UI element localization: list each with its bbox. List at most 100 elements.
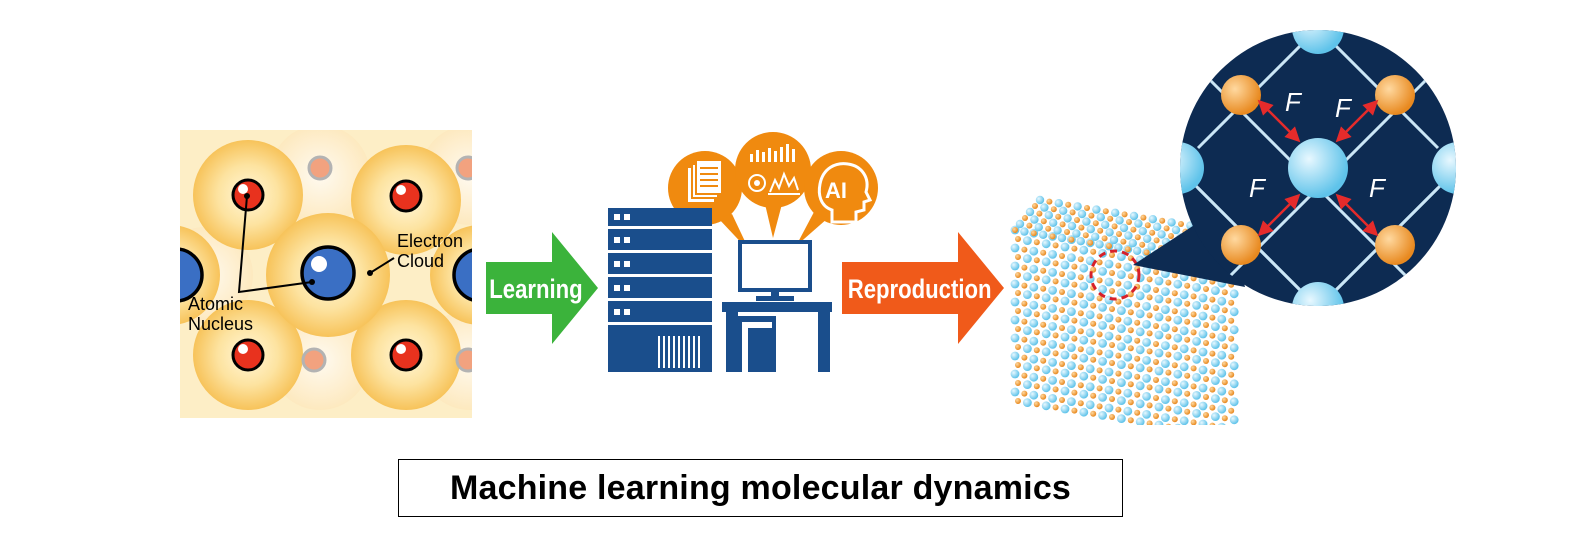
crystal-blue-atom (1142, 320, 1151, 329)
crystal-blue-atom (1023, 272, 1032, 281)
crystal-orange-atom (1184, 354, 1191, 361)
crystal-orange-atom (1127, 399, 1134, 406)
crystal-orange-atom (1090, 392, 1097, 399)
crystal-orange-atom (1109, 306, 1115, 312)
crystal-blue-atom (1029, 390, 1039, 400)
reproduction-arrow-label: Reproduction (848, 275, 992, 305)
crystal-blue-atom (1229, 379, 1239, 389)
crystal-orange-atom (1059, 325, 1065, 331)
crystal-blue-atom (1135, 381, 1145, 391)
crystal-blue-atom (1117, 288, 1126, 297)
crystal-orange-atom (1190, 401, 1197, 408)
crystal-orange-atom (1071, 353, 1078, 360)
crystal-blue-atom (1085, 400, 1095, 410)
crystal-orange-atom (1146, 294, 1153, 301)
crystal-blue-atom (1154, 420, 1164, 430)
crystal-blue-atom (1023, 236, 1032, 246)
crystal-orange-atom (1082, 232, 1089, 239)
crystal-orange-atom (1153, 377, 1159, 383)
crystal-blue-atom (1192, 283, 1201, 292)
crystal-orange-atom (1109, 342, 1115, 348)
crystal-blue-atom (1135, 363, 1145, 373)
crystal-orange-atom (1096, 349, 1103, 356)
crystal-orange-atom (1165, 297, 1172, 304)
crystal-blue-atom (1079, 335, 1089, 345)
crystal-blue-atom (1133, 246, 1142, 255)
red-nucleus (389, 338, 423, 372)
crystal-blue-atom (1010, 243, 1020, 253)
crystal-blue-atom (1044, 211, 1053, 220)
caption-box: Machine learning molecular dynamics (398, 459, 1123, 517)
crystal-orange-atom (1115, 262, 1122, 269)
orange-atom (1375, 75, 1415, 115)
crystal-orange-atom (1127, 363, 1134, 370)
crystal-orange-atom (1096, 403, 1103, 410)
crystal-orange-atom (1090, 248, 1097, 255)
crystal-orange-atom (1190, 311, 1197, 318)
crystal-blue-atom (1142, 356, 1151, 365)
document-bubble (668, 151, 750, 252)
crystal-blue-atom (1041, 239, 1051, 249)
crystal-blue-atom (1029, 282, 1039, 292)
crystal-orange-atom (1115, 334, 1122, 341)
crystal-blue-atom (1060, 386, 1070, 396)
crystal-blue-atom (1079, 299, 1089, 309)
chart-bubble (735, 132, 811, 238)
crystal-blue-atom (1104, 385, 1114, 395)
crystal-blue-atom (1048, 394, 1057, 403)
crystal-orange-atom (1021, 390, 1028, 397)
crystal-blue-atom (1067, 397, 1076, 406)
crystal-blue-atom (1217, 350, 1227, 360)
crystal-orange-atom (1184, 282, 1191, 289)
crystal-blue-atom (1198, 347, 1208, 357)
crystal-blue-atom (1091, 232, 1100, 241)
crystal-blue-atom (1135, 291, 1145, 301)
crystal-blue-atom (1060, 404, 1070, 414)
crystal-orange-atom (1090, 410, 1097, 417)
crystal-orange-atom (1049, 233, 1056, 240)
crystal-orange-atom (1015, 272, 1021, 278)
crystal-blue-atom (1117, 306, 1126, 315)
crystal-blue-atom (1173, 333, 1183, 343)
learning-arrow: Learning (486, 232, 598, 344)
crystal-orange-atom (1221, 343, 1228, 350)
crystal-blue-atom (1161, 341, 1170, 350)
crystal-blue-atom (1030, 215, 1039, 224)
crystal-blue-atom (1109, 235, 1119, 245)
crystal-orange-atom (1209, 350, 1216, 357)
nucleus-label-line1: Atomic (188, 294, 243, 314)
atom-lattice-svg: Electron Cloud Atomic Nucleus (180, 130, 472, 418)
crystal-blue-atom (1067, 271, 1076, 280)
crystal-blue-atom (1135, 309, 1145, 319)
crystal-orange-atom (1228, 335, 1235, 342)
crystal-blue-atom (1079, 281, 1089, 291)
crystal-blue-atom (1229, 325, 1239, 335)
crystal-blue-atom (1010, 315, 1020, 325)
reproduction-arrow: Reproduction (842, 232, 1004, 344)
crystal-orange-atom (1153, 287, 1159, 293)
crystal-blue-atom (1048, 250, 1057, 259)
crystal-orange-atom (1015, 308, 1021, 314)
crystal-blue-atom (1104, 349, 1114, 359)
crystal-orange-atom (1130, 226, 1137, 233)
crystal-orange-atom (1071, 407, 1078, 414)
crystal-blue-atom (1192, 409, 1201, 418)
crystal-blue-atom (1117, 396, 1126, 405)
crystal-orange-atom (1140, 214, 1147, 221)
crystal-blue-atom (1060, 368, 1070, 378)
crystal-orange-atom (1021, 300, 1028, 307)
blue-nucleus (452, 248, 472, 302)
crystal-blue-atom (1179, 326, 1189, 336)
crystal-orange-atom (1115, 388, 1122, 395)
crystal-blue-atom (1117, 414, 1126, 423)
crystal-blue-atom (1092, 205, 1101, 214)
crystal-orange-atom (1096, 295, 1103, 302)
force-arrow (1257, 99, 1301, 143)
crystal-blue-atom (1123, 352, 1133, 362)
crystal-orange-atom (1116, 231, 1122, 237)
crystal-orange-atom (1026, 222, 1033, 229)
crystal-blue-atom (1029, 336, 1039, 346)
crystal-blue-atom (1085, 346, 1095, 356)
crystal-orange-atom (1021, 372, 1028, 379)
crystal-blue-atom (1143, 234, 1152, 243)
